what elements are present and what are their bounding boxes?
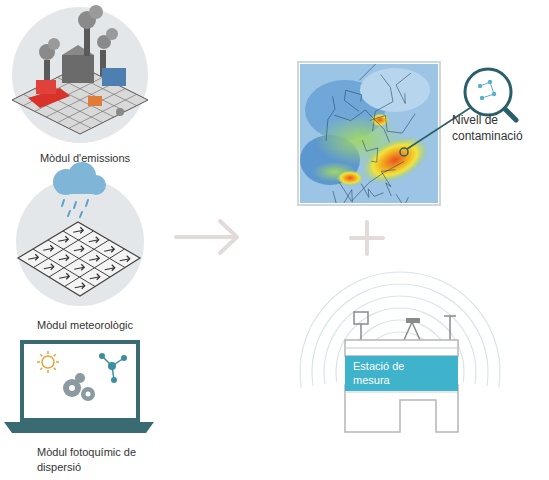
measurement-station <box>300 272 500 432</box>
band-label: Estació de mesura <box>353 359 415 388</box>
flow-arrow <box>176 221 237 253</box>
station-band: Estació de mesura <box>345 356 458 391</box>
emissions-illustration <box>12 5 148 143</box>
module-panel: Nivell de contaminació <box>298 62 440 205</box>
module-panel: Mòdul fotoquímic de dispersió <box>5 338 155 476</box>
plus-sign <box>351 222 383 254</box>
meteorological-illustration <box>16 162 144 306</box>
caption: Mòdul d'emissions <box>10 151 160 165</box>
pollution-map <box>297 43 440 224</box>
caption: Nivell de contaminació <box>452 113 544 144</box>
module-panel: Mòdul d'emissions <box>10 7 160 167</box>
module-panel: Mòdul meteorològic <box>10 170 160 332</box>
caption: Mòdul fotoquímic de dispersió <box>37 445 137 474</box>
caption: Mòdul meteorològic <box>10 318 160 332</box>
laptop-illustration <box>4 342 154 433</box>
